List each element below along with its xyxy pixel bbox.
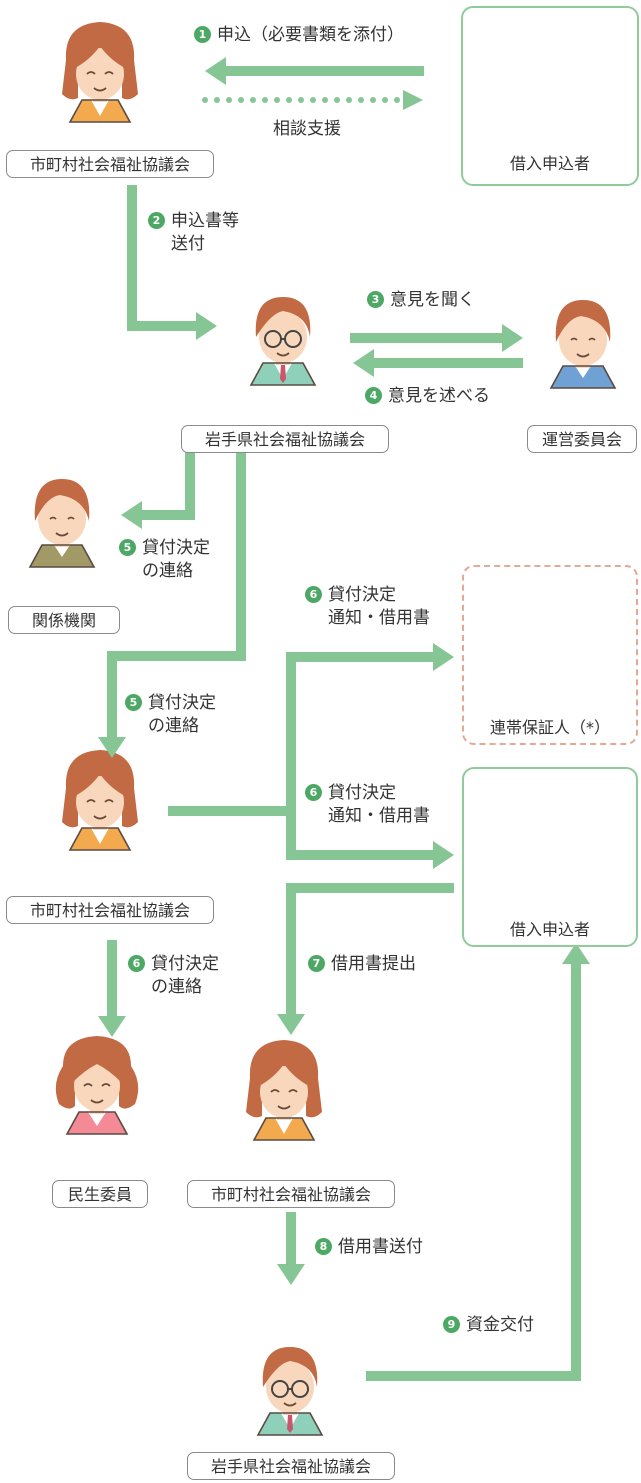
step-badge: 6 <box>305 586 322 603</box>
step8-caption: 8 借用書送付 <box>315 1236 423 1259</box>
step-badge: 5 <box>119 539 136 556</box>
city-council-staff-icon-1 <box>61 21 139 123</box>
step-badge: 3 <box>367 291 384 308</box>
pref-council-staff-icon-1 <box>250 296 316 386</box>
step6c-line2: の連絡 <box>151 977 202 997</box>
step-badge: 2 <box>148 212 165 229</box>
step6c-line1: 貸付決定 <box>151 954 219 974</box>
city-council-staff-icon-3 <box>245 1039 323 1141</box>
step4-text: 意見を述べる <box>388 386 490 406</box>
step6b-line1: 貸付決定 <box>328 783 396 803</box>
city-council-label-3: 市町村社会福祉協議会 <box>187 1180 395 1208</box>
step4-caption: 4 意見を述べる <box>365 385 490 408</box>
step2-caption: 2 申込書等送付 <box>148 210 239 256</box>
arrow-consult <box>202 90 423 110</box>
step5b-line1: 貸付決定 <box>148 693 216 713</box>
step5a-caption: 5 貸付決定の連絡 <box>119 537 210 583</box>
arrow-step7 <box>277 883 454 1035</box>
step3-caption: 3 意見を聞く <box>367 289 475 312</box>
step-badge: 6 <box>128 955 145 972</box>
step2-line1: 申込書等 <box>171 211 239 231</box>
step-badge: 7 <box>308 955 325 972</box>
city-council-staff-icon-2 <box>61 749 139 851</box>
city-council-label-2: 市町村社会福祉協議会 <box>6 896 214 924</box>
guarantor-label: 連帯保証人（*） <box>489 718 610 737</box>
step7-text: 借用書提出 <box>331 954 416 974</box>
step3-text: 意見を聞く <box>390 290 475 310</box>
arrow-step3 <box>350 324 523 352</box>
step1-text: 申込（必要書類を添付） <box>217 25 404 45</box>
arrow-step8 <box>277 1212 305 1285</box>
arrow-step6-bracket <box>168 643 454 869</box>
borrower-label-2: 借入申込者 <box>509 920 590 939</box>
step-badge: 6 <box>305 784 322 801</box>
step8-text: 借用書送付 <box>338 1237 423 1257</box>
step6a-line2: 通知・借用書 <box>328 608 430 628</box>
step5a-line1: 貸付決定 <box>142 538 210 558</box>
city-council-label-1: 市町村社会福祉協議会 <box>6 150 214 178</box>
arrow-step5-agencies <box>121 448 195 529</box>
guarantor-box <box>462 565 638 745</box>
step7-caption: 7 借用書提出 <box>308 953 416 976</box>
step-badge: 8 <box>315 1238 332 1255</box>
step6a-line1: 貸付決定 <box>328 585 396 605</box>
arrow-step5-city <box>98 448 246 758</box>
pref-council-label-1: 岩手県社会福祉協議会 <box>181 425 389 453</box>
step-badge: 4 <box>365 387 382 404</box>
step5a-line2: の連絡 <box>142 561 193 581</box>
borrower-label-1: 借入申込者 <box>509 154 590 173</box>
step2-line2: 送付 <box>171 234 205 254</box>
pref-council-label-2: 岩手県社会福祉協議会 <box>187 1452 395 1480</box>
welfare-volunteer-label: 民生委員 <box>52 1180 148 1208</box>
welfare-volunteer-icon <box>54 1035 140 1135</box>
arrow-step6-volunteer <box>98 940 126 1037</box>
step9-text: 資金交付 <box>466 1315 534 1335</box>
step1-caption: 1 申込（必要書類を添付） <box>194 24 404 47</box>
step6b-caption: 6 貸付決定通知・借用書 <box>305 782 430 828</box>
consult-caption: 相談支援 <box>273 119 341 139</box>
agency-staff-icon <box>29 478 95 568</box>
step5b-line2: の連絡 <box>148 716 199 736</box>
step-badge: 1 <box>194 26 211 43</box>
committee-label: 運営委員会 <box>527 425 637 453</box>
step5b-caption: 5 貸付決定の連絡 <box>125 692 216 738</box>
borrower-box-2 <box>462 767 638 947</box>
agencies-label: 関係機関 <box>8 606 120 634</box>
step-badge: 9 <box>443 1316 460 1333</box>
borrower-box-1 <box>461 6 639 186</box>
step6c-caption: 6 貸付決定の連絡 <box>128 953 219 999</box>
arrow-step1 <box>205 57 424 85</box>
step9-caption: 9 資金交付 <box>443 1314 534 1337</box>
arrow-step4 <box>353 349 523 377</box>
pref-council-staff-icon-2 <box>257 1346 323 1436</box>
step6b-line2: 通知・借用書 <box>328 806 430 826</box>
arrow-step2 <box>127 185 217 340</box>
committee-member-icon <box>550 299 616 389</box>
step-badge: 5 <box>125 694 142 711</box>
step6a-caption: 6 貸付決定通知・借用書 <box>305 584 430 630</box>
